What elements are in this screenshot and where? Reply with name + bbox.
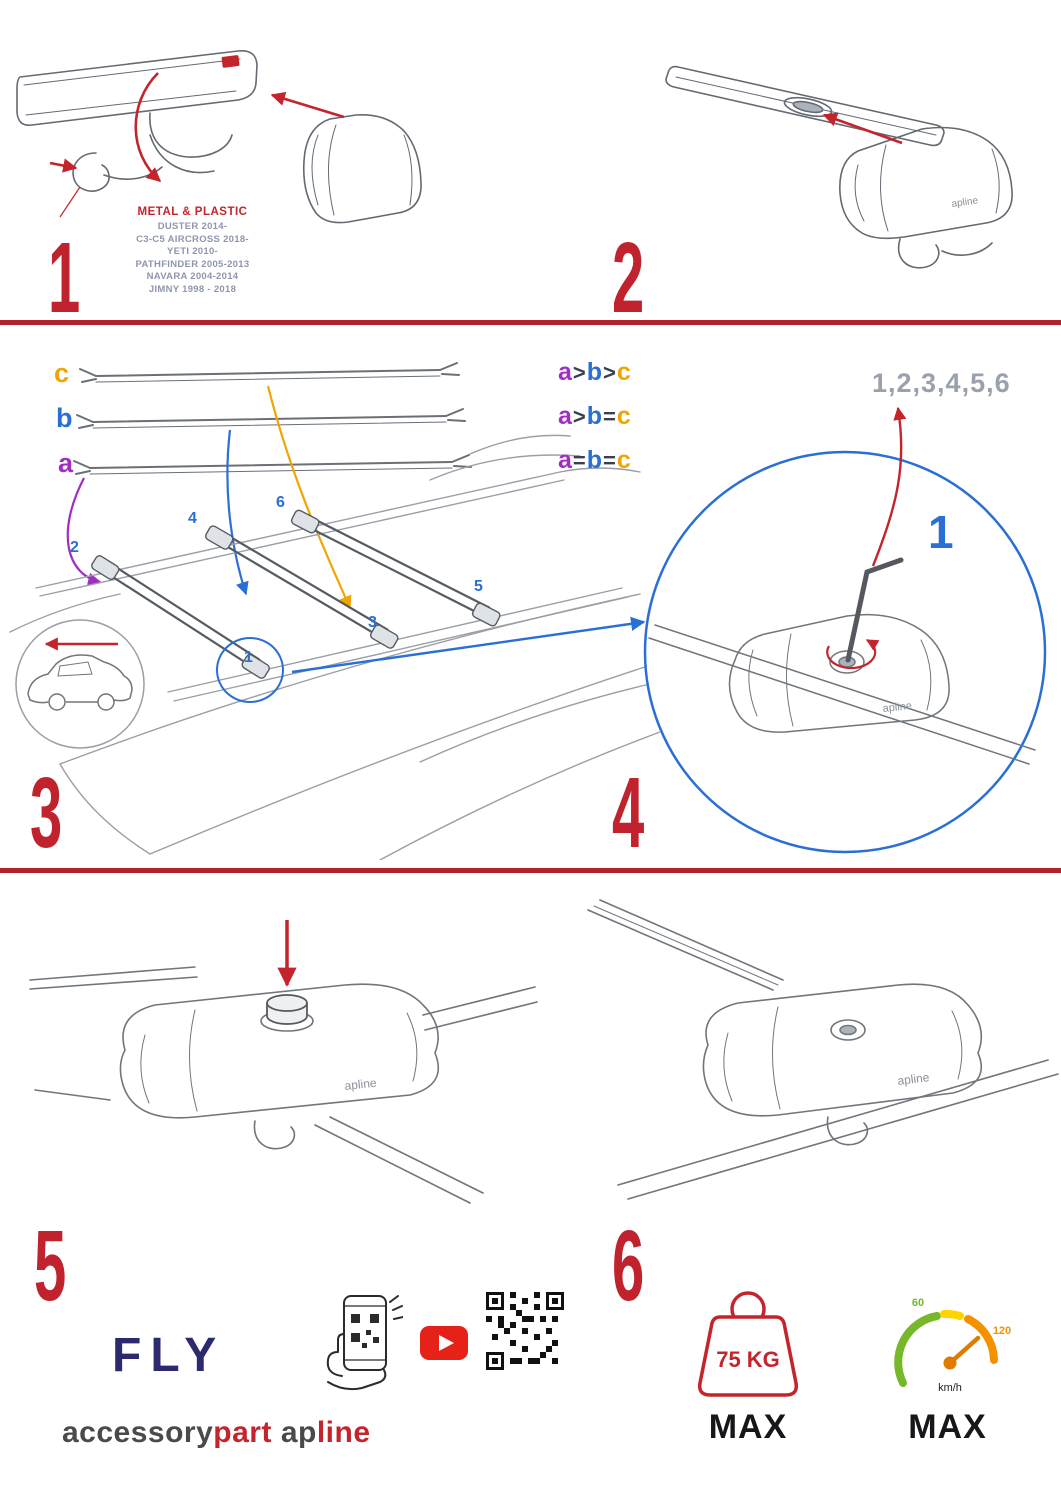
- step-one-indicator: 1: [928, 506, 954, 558]
- panel-3-number: 3: [30, 757, 63, 869]
- model-item: C3-C5 AIRCROSS 2018-: [136, 233, 249, 245]
- section-divider-1: [0, 320, 1061, 325]
- cmp-letter-c: c: [616, 402, 632, 430]
- sequence-arrow: [871, 406, 907, 567]
- cmp-operator: =: [603, 448, 617, 473]
- speed-max-label: 120: [993, 1325, 1011, 1337]
- cmp-letter-a: a: [558, 402, 573, 430]
- roof-position-2: 2: [70, 539, 79, 556]
- model-item: NAVARA 2004-2014: [146, 271, 239, 283]
- youtube-icon: [420, 1326, 468, 1360]
- size-rule-2: a>b=c: [558, 404, 632, 429]
- model-item: DUSTER 2014-: [157, 221, 228, 232]
- panel3-roof-layout-drawing: [9, 362, 660, 860]
- zoom-circle: [643, 450, 1047, 854]
- panel4-tightening-detail-drawing: apline: [643, 406, 1047, 854]
- cmp-operator: =: [572, 448, 587, 473]
- model-item: JIMNY 1998 - 2018: [148, 283, 237, 295]
- brand-part: part: [213, 1416, 272, 1449]
- bar-label-c: c: [54, 358, 70, 388]
- weight-max-label: MAX: [708, 1408, 788, 1446]
- material-label: METAL & PLASTIC: [137, 206, 248, 218]
- bar-logo-badge: [221, 55, 240, 68]
- weight-limit-icon: 75 KG: [697, 1291, 799, 1397]
- panel-4-number: 4: [612, 757, 645, 869]
- insert-direction-arrow: [822, 112, 903, 145]
- detail-connector-arrow: [291, 616, 646, 674]
- model-item: YETI 2010-: [166, 246, 219, 258]
- panel-2-number: 2: [612, 222, 645, 334]
- brand-ap: ap: [280, 1416, 317, 1449]
- panel-1-number: 1: [48, 222, 81, 334]
- rotate-arrow: [826, 639, 880, 670]
- roof-position-5: 5: [474, 578, 483, 595]
- apline-logo-small: apline: [344, 1076, 378, 1093]
- panel2-bar-end-drawing: apline: [665, 65, 1013, 269]
- bar-a-connector: [66, 477, 102, 586]
- cmp-letter-c: c: [616, 358, 632, 386]
- cmp-operator: =: [603, 404, 617, 429]
- bar-label-a: a: [58, 448, 74, 478]
- brand-logo: accessorypart apline: [62, 1416, 371, 1450]
- allen-key: [845, 557, 904, 663]
- tightening-sequence: 1,2,3,4,5,6: [872, 368, 1011, 398]
- bar-label-b: b: [56, 403, 73, 433]
- apline-logo-small: apline: [897, 1070, 931, 1088]
- panel-5-number: 5: [34, 1210, 67, 1322]
- speed-max-text: MAX: [908, 1408, 987, 1446]
- text-leader-line: [59, 186, 81, 218]
- brand-line: line: [316, 1416, 371, 1449]
- cmp-letter-c: c: [616, 446, 632, 474]
- panel1-red-arrows: [49, 72, 345, 182]
- product-name: FLY: [112, 1329, 226, 1382]
- compatible-models-list: METAL & PLASTIC DUSTER 2014- C3-C5 AIRCR…: [100, 206, 285, 296]
- speed-unit-label: km/h: [938, 1382, 962, 1394]
- cmp-letter-a: a: [558, 446, 573, 474]
- cmp-operator: >: [603, 360, 617, 385]
- apline-logo-small: apline: [882, 700, 912, 715]
- cmp-letter-b: b: [586, 446, 604, 474]
- locking-knob: [266, 994, 308, 1025]
- panel1-exploded-foot-drawing: [16, 49, 422, 224]
- roof-position-3: 3: [368, 614, 377, 631]
- brand-accessory: accessory: [62, 1416, 214, 1449]
- cmp-operator: >: [572, 404, 587, 429]
- model-item: PATHFINDER 2005-2013: [135, 258, 250, 270]
- position-1-highlight: [216, 637, 284, 703]
- cmp-letter-b: b: [586, 358, 604, 386]
- bar-slot-hole: [792, 100, 824, 114]
- speed-min-label: 60: [912, 1297, 924, 1309]
- play-icon: [439, 1335, 454, 1351]
- speedometer-icon: 60 120 km/h: [894, 1297, 1011, 1394]
- phone-qr-scan-icon: [326, 1295, 403, 1391]
- roof-position-4: 4: [188, 510, 197, 527]
- cmp-operator: >: [572, 360, 587, 385]
- qr-code: [486, 1292, 564, 1370]
- bolt-hole: [839, 1024, 857, 1036]
- cmp-letter-a: a: [558, 358, 573, 386]
- weight-limit-value: 75 KG: [716, 1347, 780, 1372]
- panel6-installed-foot-drawing: apline: [587, 899, 1059, 1200]
- cmp-letter-b: b: [586, 402, 604, 430]
- panel-6-number: 6: [612, 1210, 645, 1322]
- bar-b-connector: [226, 429, 249, 596]
- crossbars-cba: [73, 362, 472, 475]
- panel5-knob-press-drawing: apline: [29, 920, 538, 1204]
- size-rule-1: a>b>c: [558, 360, 632, 385]
- roof-position-6: 6: [276, 494, 285, 511]
- size-rule-3: a=b=c: [558, 448, 632, 473]
- section-divider-2: [0, 868, 1061, 873]
- apline-logo-small: apline: [951, 195, 979, 210]
- car-direction-inset: [15, 619, 145, 749]
